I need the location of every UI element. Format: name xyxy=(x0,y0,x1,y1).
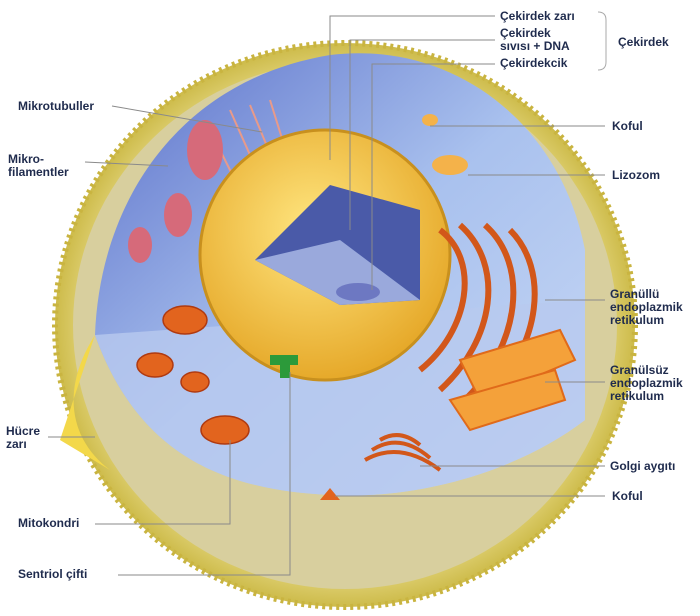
label-vacuole-top: Koful xyxy=(612,119,643,133)
centrioles xyxy=(270,355,298,378)
label-microtubules: Mikrotubuller xyxy=(18,99,95,113)
label-smooth-er-1: Granülsüz xyxy=(610,363,669,377)
label-microfilaments-2: filamentler xyxy=(8,165,69,179)
smooth-er xyxy=(448,328,577,432)
vacuole xyxy=(422,114,438,126)
label-vacuole-bottom: Koful xyxy=(612,489,643,503)
golgi xyxy=(364,433,442,472)
nucleolus xyxy=(336,283,380,301)
leader-lines xyxy=(48,15,605,576)
label-rough-er-1: Granüllü xyxy=(610,287,660,301)
label-cell-membrane-1: Hücre xyxy=(6,424,41,438)
label-microfilaments-1: Mikro- xyxy=(8,152,44,166)
label-cell-membrane-2: zarı xyxy=(6,437,27,451)
vacuole-bottom xyxy=(320,488,340,500)
label-nucleus-group: Çekirdek xyxy=(618,35,669,49)
label-nuclear-envelope: Çekirdek zarı xyxy=(500,9,575,23)
label-nucleolus: Çekirdekcik xyxy=(500,56,568,70)
label-smooth-er-3: retikulum xyxy=(610,389,665,403)
label-nucleoplasm-1: Çekirdek xyxy=(500,26,551,40)
label-mitochondria: Mitokondri xyxy=(18,516,80,530)
label-centrioles: Sentriol çifti xyxy=(18,567,88,581)
label-lysosome: Lizozom xyxy=(612,168,660,182)
label-rough-er-3: retikulum xyxy=(610,313,665,327)
label-smooth-er-2: endoplazmik xyxy=(610,376,683,390)
label-nucleoplasm-2: sıvısı + DNA xyxy=(500,39,570,53)
mitochondria xyxy=(136,305,250,445)
label-rough-er-2: endoplazmik xyxy=(610,300,683,314)
label-golgi: Golgi aygıtı xyxy=(610,459,676,473)
lysosome xyxy=(432,155,468,175)
